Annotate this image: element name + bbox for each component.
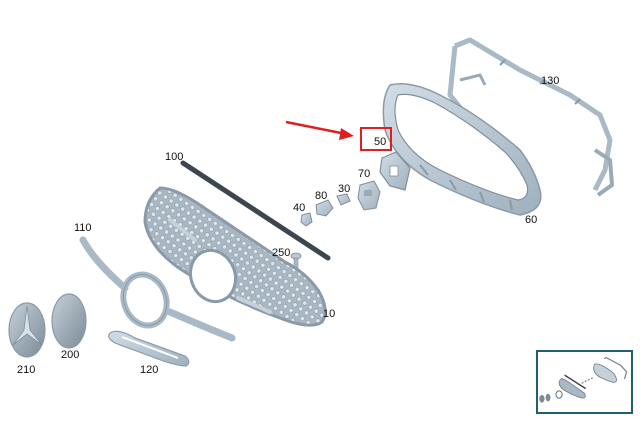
callout-80[interactable]: 80	[315, 190, 328, 202]
callout-110[interactable]: 110	[74, 222, 92, 234]
part-130-carrier[interactable]	[447, 37, 614, 197]
part-10-grille[interactable]	[143, 186, 327, 327]
callout-70[interactable]: 70	[358, 168, 371, 180]
overview-thumbnail[interactable]	[536, 350, 633, 414]
red-pointer-arrow-icon	[285, 120, 354, 140]
callout-100[interactable]: 100	[165, 151, 184, 163]
part-110-trim-frame[interactable]	[79, 236, 236, 342]
part-120-lower-trim[interactable]	[108, 330, 190, 367]
part-80-clip[interactable]	[315, 199, 334, 217]
part-70-holder[interactable]	[357, 180, 381, 211]
part-200-cover[interactable]	[51, 293, 87, 349]
callout-50[interactable]: 50	[374, 136, 387, 148]
callout-250[interactable]: 250	[272, 247, 291, 259]
part-250-screw[interactable]	[290, 252, 302, 270]
part-60-grille-frame[interactable]	[382, 83, 542, 216]
callout-130[interactable]: 130	[541, 75, 560, 87]
callout-120[interactable]: 120	[140, 364, 159, 376]
callout-200[interactable]: 200	[61, 349, 80, 361]
callout-40[interactable]: 40	[293, 202, 306, 214]
part-30-clip[interactable]	[336, 193, 351, 206]
part-40-clip[interactable]	[300, 212, 313, 227]
highlight-box-50	[360, 127, 392, 151]
callout-60[interactable]: 60	[525, 214, 538, 226]
thumbnail-diagram	[539, 357, 628, 403]
callout-210[interactable]: 210	[17, 364, 36, 376]
callout-30[interactable]: 30	[338, 183, 351, 195]
part-210-emblem[interactable]	[8, 302, 46, 358]
part-50-bracket[interactable]	[379, 151, 411, 191]
callout-10[interactable]: 10	[323, 308, 336, 320]
part-100-seal-strip[interactable]	[180, 160, 331, 261]
